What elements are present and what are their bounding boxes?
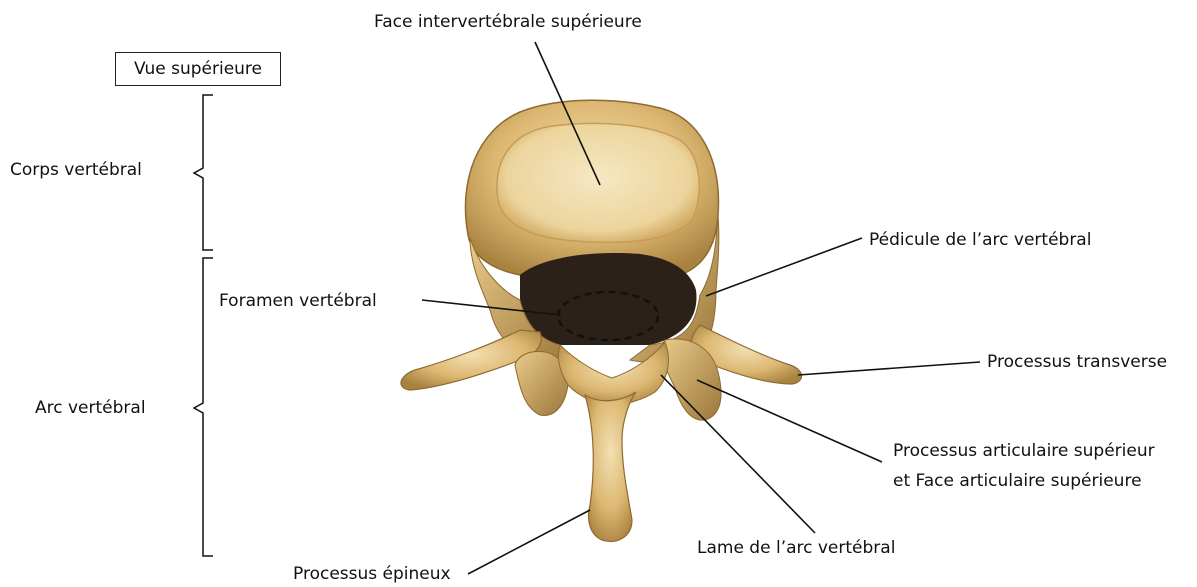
label-pedicle: Pédicule de l’arc vertébral <box>869 229 1091 251</box>
label-articular-line2: et Face articulaire supérieure <box>893 470 1142 492</box>
spinous-process <box>585 392 636 541</box>
leader-pedicle <box>706 238 862 296</box>
leader-articular <box>697 380 882 462</box>
label-transverse: Processus transverse <box>987 351 1167 373</box>
view-label: Vue supérieure <box>134 58 262 80</box>
superior-articular-face <box>497 123 699 242</box>
bracket-arch <box>194 258 213 556</box>
leader-spinous <box>468 510 590 574</box>
label-lamina: Lame de l’arc vertébral <box>697 537 895 559</box>
label-arc-vertebral: Arc vertébral <box>35 397 146 419</box>
bracket-body <box>194 95 213 250</box>
label-spinous: Processus épineux <box>293 563 451 585</box>
label-superior-face: Face intervertébrale supérieure <box>374 11 642 33</box>
foramen-space <box>520 253 697 345</box>
leader-transverse <box>798 362 980 375</box>
label-corps-vertebral: Corps vertébral <box>10 159 142 181</box>
view-label-box: Vue supérieure <box>115 52 281 86</box>
label-foramen: Foramen vertébral <box>219 290 377 312</box>
label-articular-line1: Processus articulaire supérieur <box>893 440 1155 462</box>
